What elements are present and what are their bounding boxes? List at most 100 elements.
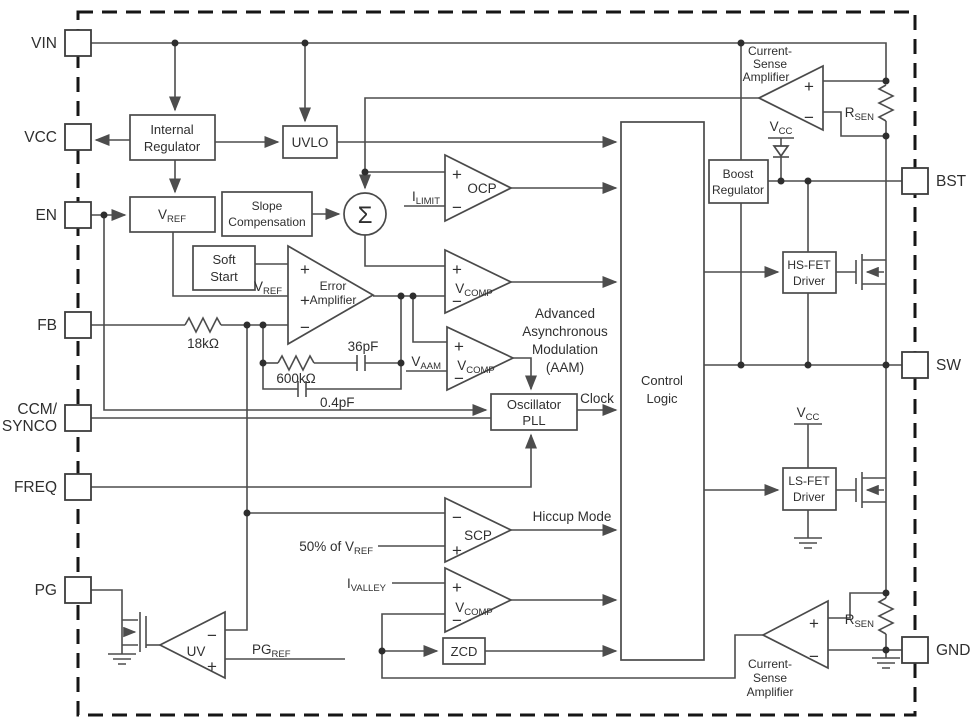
- control-logic-box: [620, 121, 705, 661]
- zcd-block: ZCD: [442, 637, 486, 665]
- internal-regulator-label: Internal: [150, 122, 193, 137]
- pin-vin: [64, 29, 92, 57]
- scp-comparator: − + SCP: [444, 496, 513, 564]
- error-amplifier-triangle: [287, 244, 375, 346]
- valley-vcomp-triangle: [444, 566, 513, 634]
- wire-comp-low-b: [306, 363, 402, 390]
- ocp-triangle: [444, 153, 513, 223]
- error-amplifier-label: Error: [320, 279, 347, 293]
- pin-gnd-label: GND: [936, 642, 970, 659]
- resistor-rsen-top: [877, 84, 895, 122]
- soft-start-label: Start: [210, 269, 238, 284]
- slope-compensation-label: Compensation: [228, 215, 305, 229]
- vref-wire-label: VREF: [254, 279, 282, 297]
- wire-summer-to-vcomp: [364, 235, 445, 267]
- oscillator-pll-block: Oscillator PLL: [490, 393, 578, 431]
- slope-compensation-block: Slope Compensation: [221, 191, 313, 237]
- uv-triangle: [158, 610, 226, 680]
- ls-fet-driver-label: Driver: [793, 490, 825, 504]
- csa-top-label: Sense: [753, 57, 787, 71]
- scp-triangle: [444, 496, 513, 564]
- pin-pg: [64, 576, 92, 604]
- zcd-label: ZCD: [451, 644, 478, 659]
- pwm-vcomp-comparator: + − VCOMP: [444, 248, 513, 315]
- vcomp-label: VCOMP: [455, 281, 493, 299]
- junction: [301, 39, 309, 47]
- csa-bottom-label: Amplifier: [747, 685, 794, 699]
- junction: [397, 292, 405, 300]
- ivalley-label: IVALLEY: [347, 576, 387, 594]
- soft-start-label: Soft: [212, 252, 236, 267]
- wire-pg-fet: [91, 589, 123, 654]
- plus-sign: +: [300, 291, 310, 310]
- csa-bottom-label: Sense: [753, 671, 787, 685]
- uvlo-label: UVLO: [292, 135, 329, 150]
- junction: [259, 321, 267, 329]
- uvlo-box: [282, 125, 338, 159]
- oscillator-pll-label: PLL: [522, 413, 545, 428]
- pg-fet-stubs: [122, 619, 138, 646]
- wire-erroramp-to-aamcomp: [412, 296, 447, 343]
- resistor-18k: [184, 316, 222, 334]
- plus-sign: +: [452, 541, 462, 560]
- junction: [882, 646, 890, 654]
- c04pf-label: 0.4pF: [320, 395, 355, 410]
- minus-sign: −: [804, 108, 814, 127]
- current-sense-amplifier-top: + − Current- Sense Amplifier: [743, 44, 824, 132]
- plus-sign: +: [454, 337, 464, 356]
- uv-label: UV: [187, 644, 206, 659]
- resistor-600k: [277, 354, 315, 372]
- junction: [243, 321, 251, 329]
- diode-icon: [772, 145, 790, 158]
- aam-vcomp-triangle: [446, 325, 515, 392]
- minus-sign: −: [452, 198, 462, 217]
- ground-icon-pgfet: [108, 653, 136, 665]
- wire-vref-to-erroramp: [172, 232, 288, 297]
- minus-sign: −: [452, 292, 462, 311]
- hs-fet-driver-label: Driver: [793, 274, 825, 288]
- signal-labels: ILIMIT VAAM IVALLEY 50% of VREF PGREF VR…: [187, 105, 874, 660]
- aam-text: (AAM): [546, 360, 584, 375]
- aam-text: Asynchronous: [522, 324, 608, 339]
- ls-fet-stubs: [862, 477, 886, 503]
- summer-block: Σ: [343, 192, 387, 236]
- resistor-rsen-bottom: [877, 597, 895, 635]
- junction: [243, 509, 251, 517]
- junction: [882, 589, 890, 597]
- control-logic-label: Control: [641, 373, 683, 388]
- hs-fet-driver-block: HS-FET Driver: [782, 251, 837, 294]
- minus-sign: −: [452, 611, 462, 630]
- wire-en-to-pll: [103, 215, 488, 416]
- pin-en-label: EN: [35, 207, 57, 224]
- pin-bst-label: BST: [936, 173, 967, 190]
- ocp-comparator: + − OCP: [444, 153, 513, 223]
- plus-sign: +: [300, 260, 310, 279]
- hs-fet-driver-box: [782, 251, 837, 294]
- csa-bottom-triangle: [761, 599, 829, 670]
- junction: [804, 177, 812, 185]
- wire-comp-low-a: [262, 363, 298, 390]
- vref-label: VREF: [158, 207, 186, 225]
- aam-text: Advanced: [535, 306, 595, 321]
- pin-ccm-label: CCM/: [17, 401, 57, 418]
- pin-fb: [64, 311, 92, 339]
- pin-sw-label: SW: [936, 357, 961, 374]
- error-amplifier: + + − Error Amplifier: [287, 244, 375, 346]
- rsen-bottom-label: RSEN: [845, 612, 874, 630]
- wire-csa-top-minus: [823, 111, 886, 137]
- junction: [882, 361, 890, 369]
- ground-icon-lsdriver: [794, 537, 822, 549]
- pin-pg-label: PG: [35, 582, 57, 599]
- control-logic-label: Logic: [646, 391, 678, 406]
- summer-circle: [343, 192, 387, 236]
- boost-regulator-box: [708, 159, 769, 204]
- wire-valley-minus: [381, 613, 445, 651]
- pin-en: [64, 201, 92, 229]
- csa-top-label: Current-: [748, 44, 792, 58]
- vref-block: VREF: [129, 196, 216, 233]
- junction: [882, 132, 890, 140]
- junction: [777, 177, 785, 185]
- ls-fet-driver-label: LS-FET: [788, 474, 830, 488]
- wire-fb-monitor: [225, 325, 248, 631]
- wire-freq-to-pll: [91, 433, 537, 488]
